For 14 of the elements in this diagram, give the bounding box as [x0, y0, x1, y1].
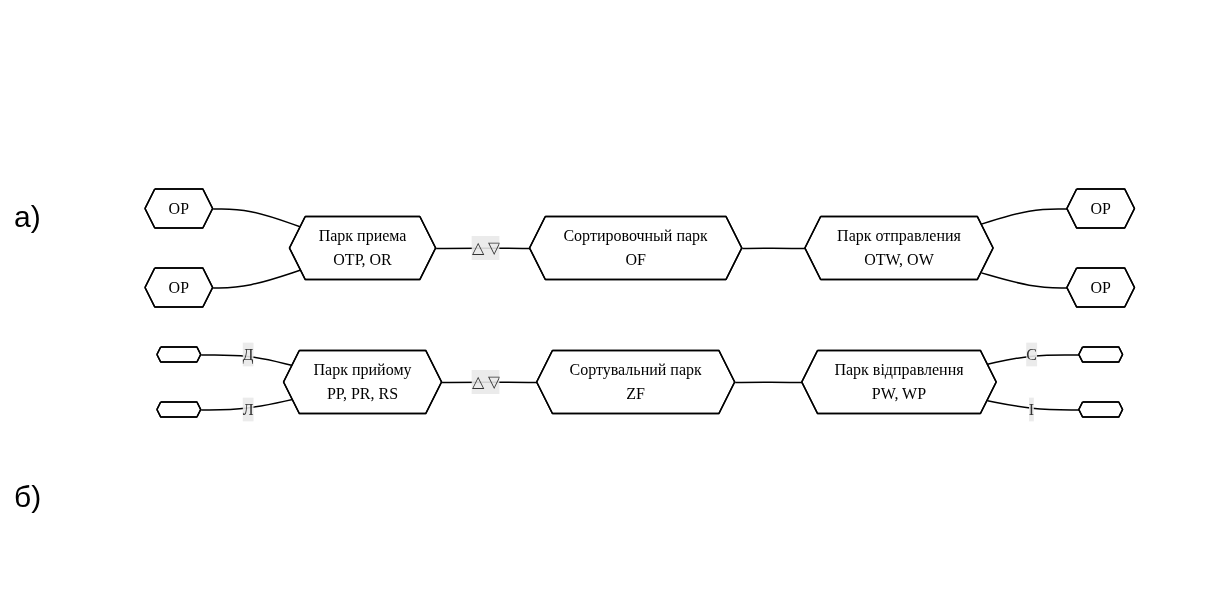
panel-label: б): [14, 480, 42, 514]
connector: [741, 247, 807, 249]
edge-label: Л: [242, 400, 254, 418]
connector: [987, 399, 1081, 411]
edge-label: △ ▽: [471, 372, 500, 390]
connector: [734, 381, 804, 383]
connector: [987, 353, 1081, 365]
edge-label: Д: [242, 345, 254, 363]
edge-label: △ ▽: [471, 238, 500, 256]
panel-label: а): [14, 200, 41, 234]
edge-label: С: [1026, 345, 1038, 363]
connector: [200, 398, 294, 411]
connector: [212, 269, 302, 289]
edge-label: І: [1029, 400, 1035, 418]
